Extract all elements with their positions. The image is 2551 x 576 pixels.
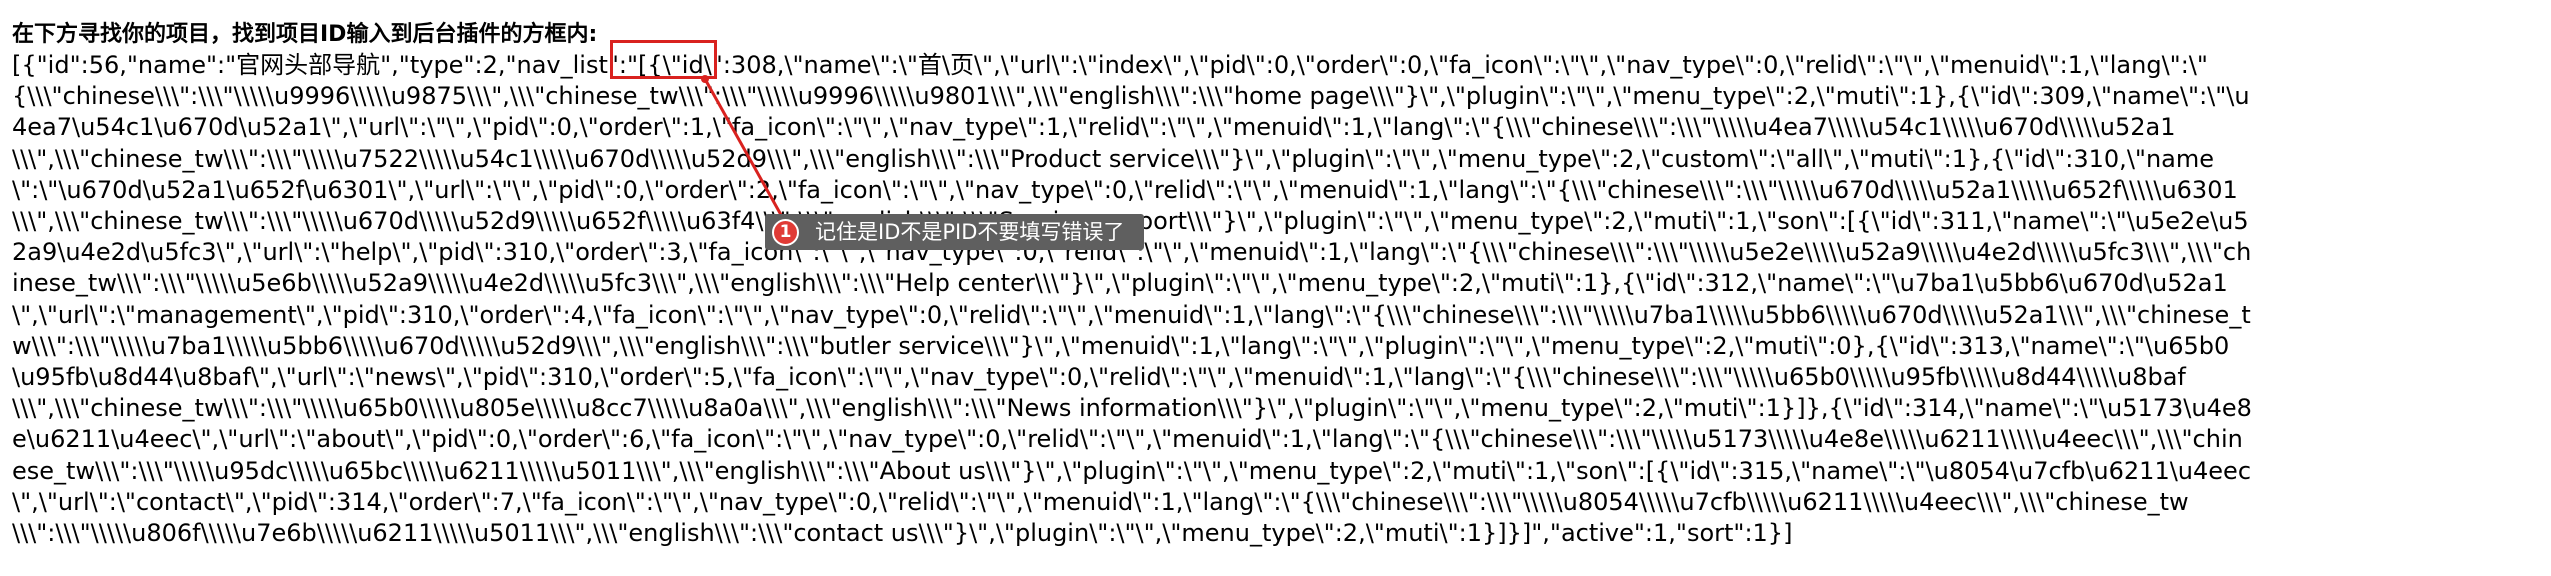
raw-json-output: [{"id":56,"name":"官网头部导航","type":2,"nav_… bbox=[12, 51, 2252, 548]
instruction-heading: 在下方寻找你的项目，找到项目ID输入到后台插件的方框内: bbox=[12, 22, 598, 47]
step-number-badge: 1 bbox=[772, 219, 799, 246]
annotation-tooltip: 1 记住是ID不是PID不要填写错误了 bbox=[765, 214, 1145, 250]
id-highlight-box bbox=[610, 40, 717, 79]
arrow-anchor bbox=[701, 75, 709, 83]
tooltip-text: 记住是ID不是PID不要填写错误了 bbox=[815, 220, 1125, 244]
arrow-line bbox=[703, 78, 787, 223]
